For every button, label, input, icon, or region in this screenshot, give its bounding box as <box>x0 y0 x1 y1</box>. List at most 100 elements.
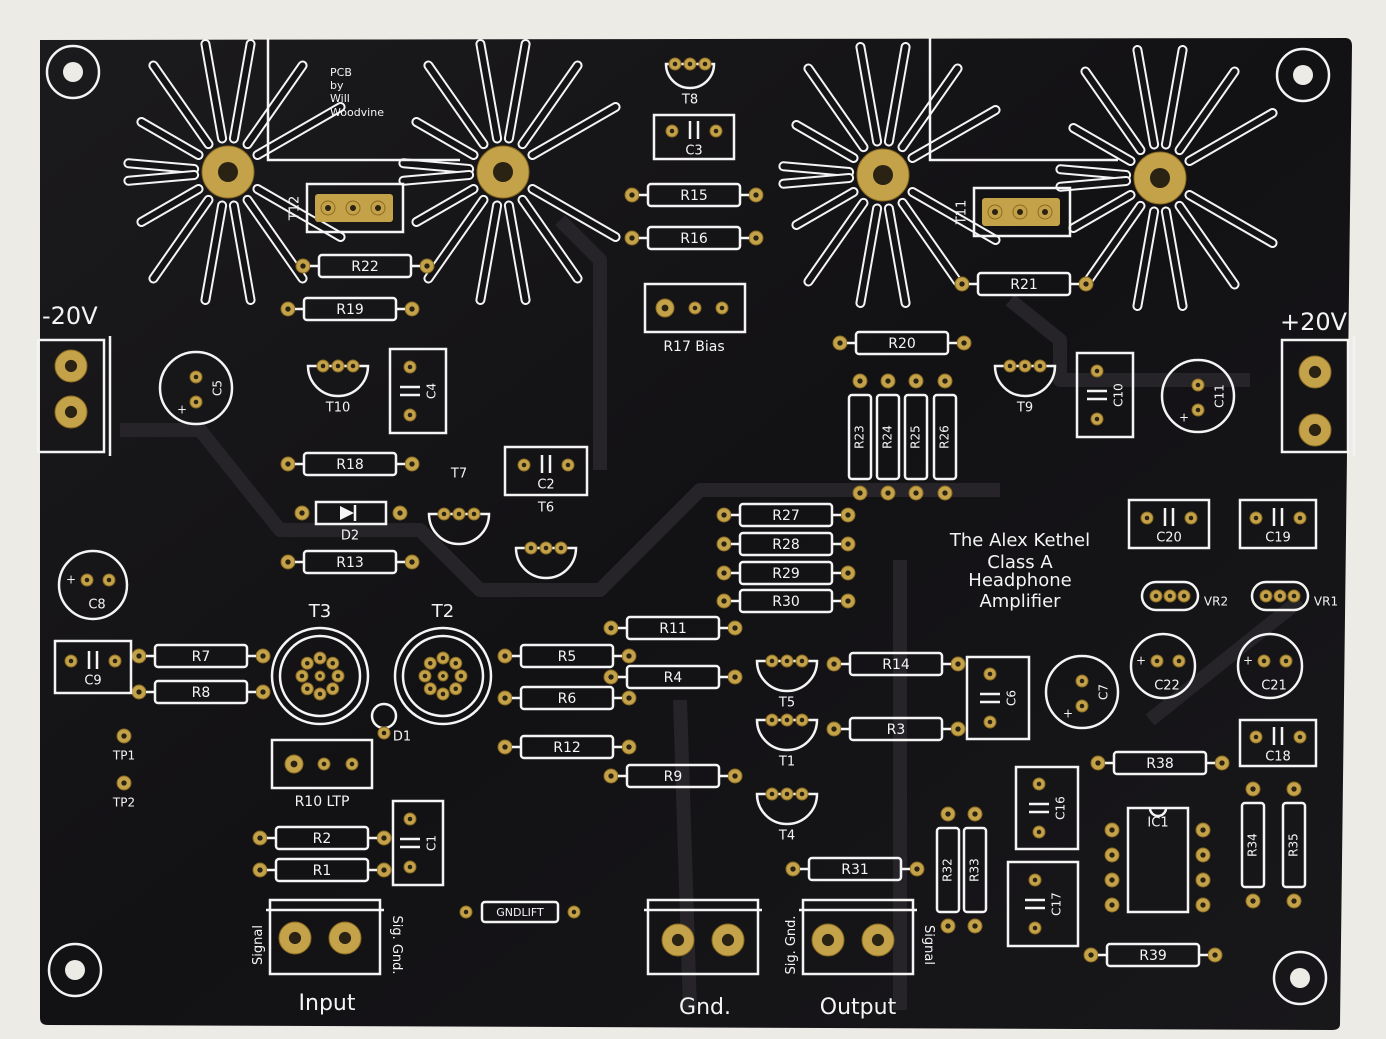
capacitor-c4: C4 <box>388 347 448 435</box>
input-signal-label: Signal <box>251 925 266 965</box>
transistor-t6: T6 <box>514 501 578 580</box>
part-label: C11 <box>1213 384 1227 408</box>
resistor-r34: R34 <box>1240 781 1266 909</box>
part-label: C16 <box>1054 796 1068 820</box>
part-label: + <box>66 573 76 587</box>
part-label: R10 LTP <box>295 794 350 810</box>
part-label: T7 <box>450 467 467 482</box>
part-label: R39 <box>1139 948 1167 964</box>
part-label: R20 <box>888 336 916 352</box>
part-label: R31 <box>841 862 869 878</box>
resistor-r1: R1 <box>252 857 392 883</box>
part-label: IC1 <box>1147 816 1168 831</box>
part-label: R7 <box>192 649 211 665</box>
part-label: R9 <box>664 769 683 785</box>
diode-d2: D2 <box>294 500 408 544</box>
part-label: R35 <box>1287 833 1301 857</box>
part-label: R25 <box>909 425 923 449</box>
heatsink <box>398 38 621 306</box>
power-transistor-t12: T12 <box>288 182 405 234</box>
terminal-neg-20v <box>36 336 112 456</box>
title-line: Headphone <box>968 570 1071 591</box>
part-label: R33 <box>968 858 982 882</box>
part-label: R8 <box>192 685 211 701</box>
capacitor-c2: C2 <box>503 445 589 497</box>
input-label: Input <box>299 991 356 1016</box>
part-label: R32 <box>941 858 955 882</box>
resistor-r28: R28 <box>716 531 856 557</box>
electrolytic-c21: C21+ <box>1236 632 1304 700</box>
capacitor-c3: C3 <box>652 113 736 161</box>
part-label: R22 <box>351 259 379 275</box>
electrolytic-c22: C22+ <box>1129 632 1197 700</box>
resistor-r11: R11 <box>603 615 743 641</box>
board-title: The Alex Kethel Class A Headphone Amplif… <box>949 530 1090 612</box>
part-label: R19 <box>336 302 364 318</box>
heatsink <box>123 38 346 306</box>
part-label: C17 <box>1050 892 1064 916</box>
resistor-r2: R2 <box>252 825 392 851</box>
testpoint-tp1: TP1 <box>112 728 135 763</box>
part-label: R24 <box>881 425 895 449</box>
capacitor-c20: C20 <box>1127 498 1211 550</box>
resistor-r14: R14 <box>826 651 966 677</box>
part-label: C1 <box>425 835 439 851</box>
resistor-r25: R25 <box>903 373 929 501</box>
trimpot-r10-ltp: R10 LTP <box>270 738 374 810</box>
part-label: C19 <box>1265 531 1291 546</box>
part-label: R15 <box>680 188 708 204</box>
part-label: R29 <box>772 566 800 582</box>
resistor-r31: R31 <box>785 856 925 882</box>
part-label: C7 <box>1097 684 1111 700</box>
part-label: T4 <box>778 829 795 844</box>
part-label: T12 <box>288 196 303 221</box>
part-label: T11 <box>955 200 970 225</box>
part-label: R28 <box>772 537 800 553</box>
credit-line: PCB <box>330 66 352 79</box>
part-label: + <box>177 403 187 417</box>
part-label: R23 <box>853 425 867 449</box>
capacitor-c9: C9 <box>53 639 133 695</box>
terminal-output <box>799 898 917 976</box>
pcb-credit: PCB by Will Woodvine <box>330 66 384 119</box>
gnd-label: Gnd. <box>679 995 731 1020</box>
part-label: C18 <box>1265 750 1291 765</box>
part-label: C2 <box>537 478 554 493</box>
part-label: R34 <box>1246 833 1260 857</box>
part-label: T1 <box>778 755 795 770</box>
part-label: R30 <box>772 594 800 610</box>
resistor-r18: R18 <box>280 451 420 477</box>
part-label: C21 <box>1261 679 1287 694</box>
resistor-r19: R19 <box>280 296 420 322</box>
metal-can-t2: T2 <box>393 601 493 726</box>
heatsink-screw-pads <box>201 145 1187 205</box>
part-label: R14 <box>882 657 910 673</box>
part-label: R2 <box>313 831 332 847</box>
title-line: Amplifier <box>979 591 1061 612</box>
screw-pad <box>476 145 530 199</box>
part-label: + <box>1136 654 1146 668</box>
part-label: C8 <box>88 598 105 613</box>
mounting-hole <box>47 942 103 998</box>
part-label: C4 <box>425 383 439 399</box>
power-neg-label: -20V <box>42 302 98 330</box>
screw-pad <box>856 148 910 202</box>
part-label: C9 <box>84 674 101 689</box>
transistor-t7: T7 <box>427 467 491 546</box>
part-label: D1 <box>393 730 411 745</box>
heatsink-outlines <box>123 38 1278 312</box>
part-label: R26 <box>938 425 952 449</box>
part-label: TP2 <box>112 796 135 810</box>
resistor-r26: R26 <box>932 373 958 501</box>
capacitor-c6: C6 <box>965 655 1031 741</box>
components: R22R19R18R13R7R8R2R1R15R16R20R21R27R28R2… <box>36 57 1356 976</box>
part-label: T5 <box>778 696 795 711</box>
capacitor-c18: C18 <box>1238 718 1318 768</box>
resistor-r6: R6 <box>497 685 637 711</box>
part-label: R16 <box>680 231 708 247</box>
resistor-r20: R20 <box>832 330 972 356</box>
part-label: T10 <box>325 401 350 416</box>
part-label: VR2 <box>1204 595 1228 609</box>
part-label: C10 <box>1112 383 1126 407</box>
resistor-r32: R32 <box>935 806 961 934</box>
